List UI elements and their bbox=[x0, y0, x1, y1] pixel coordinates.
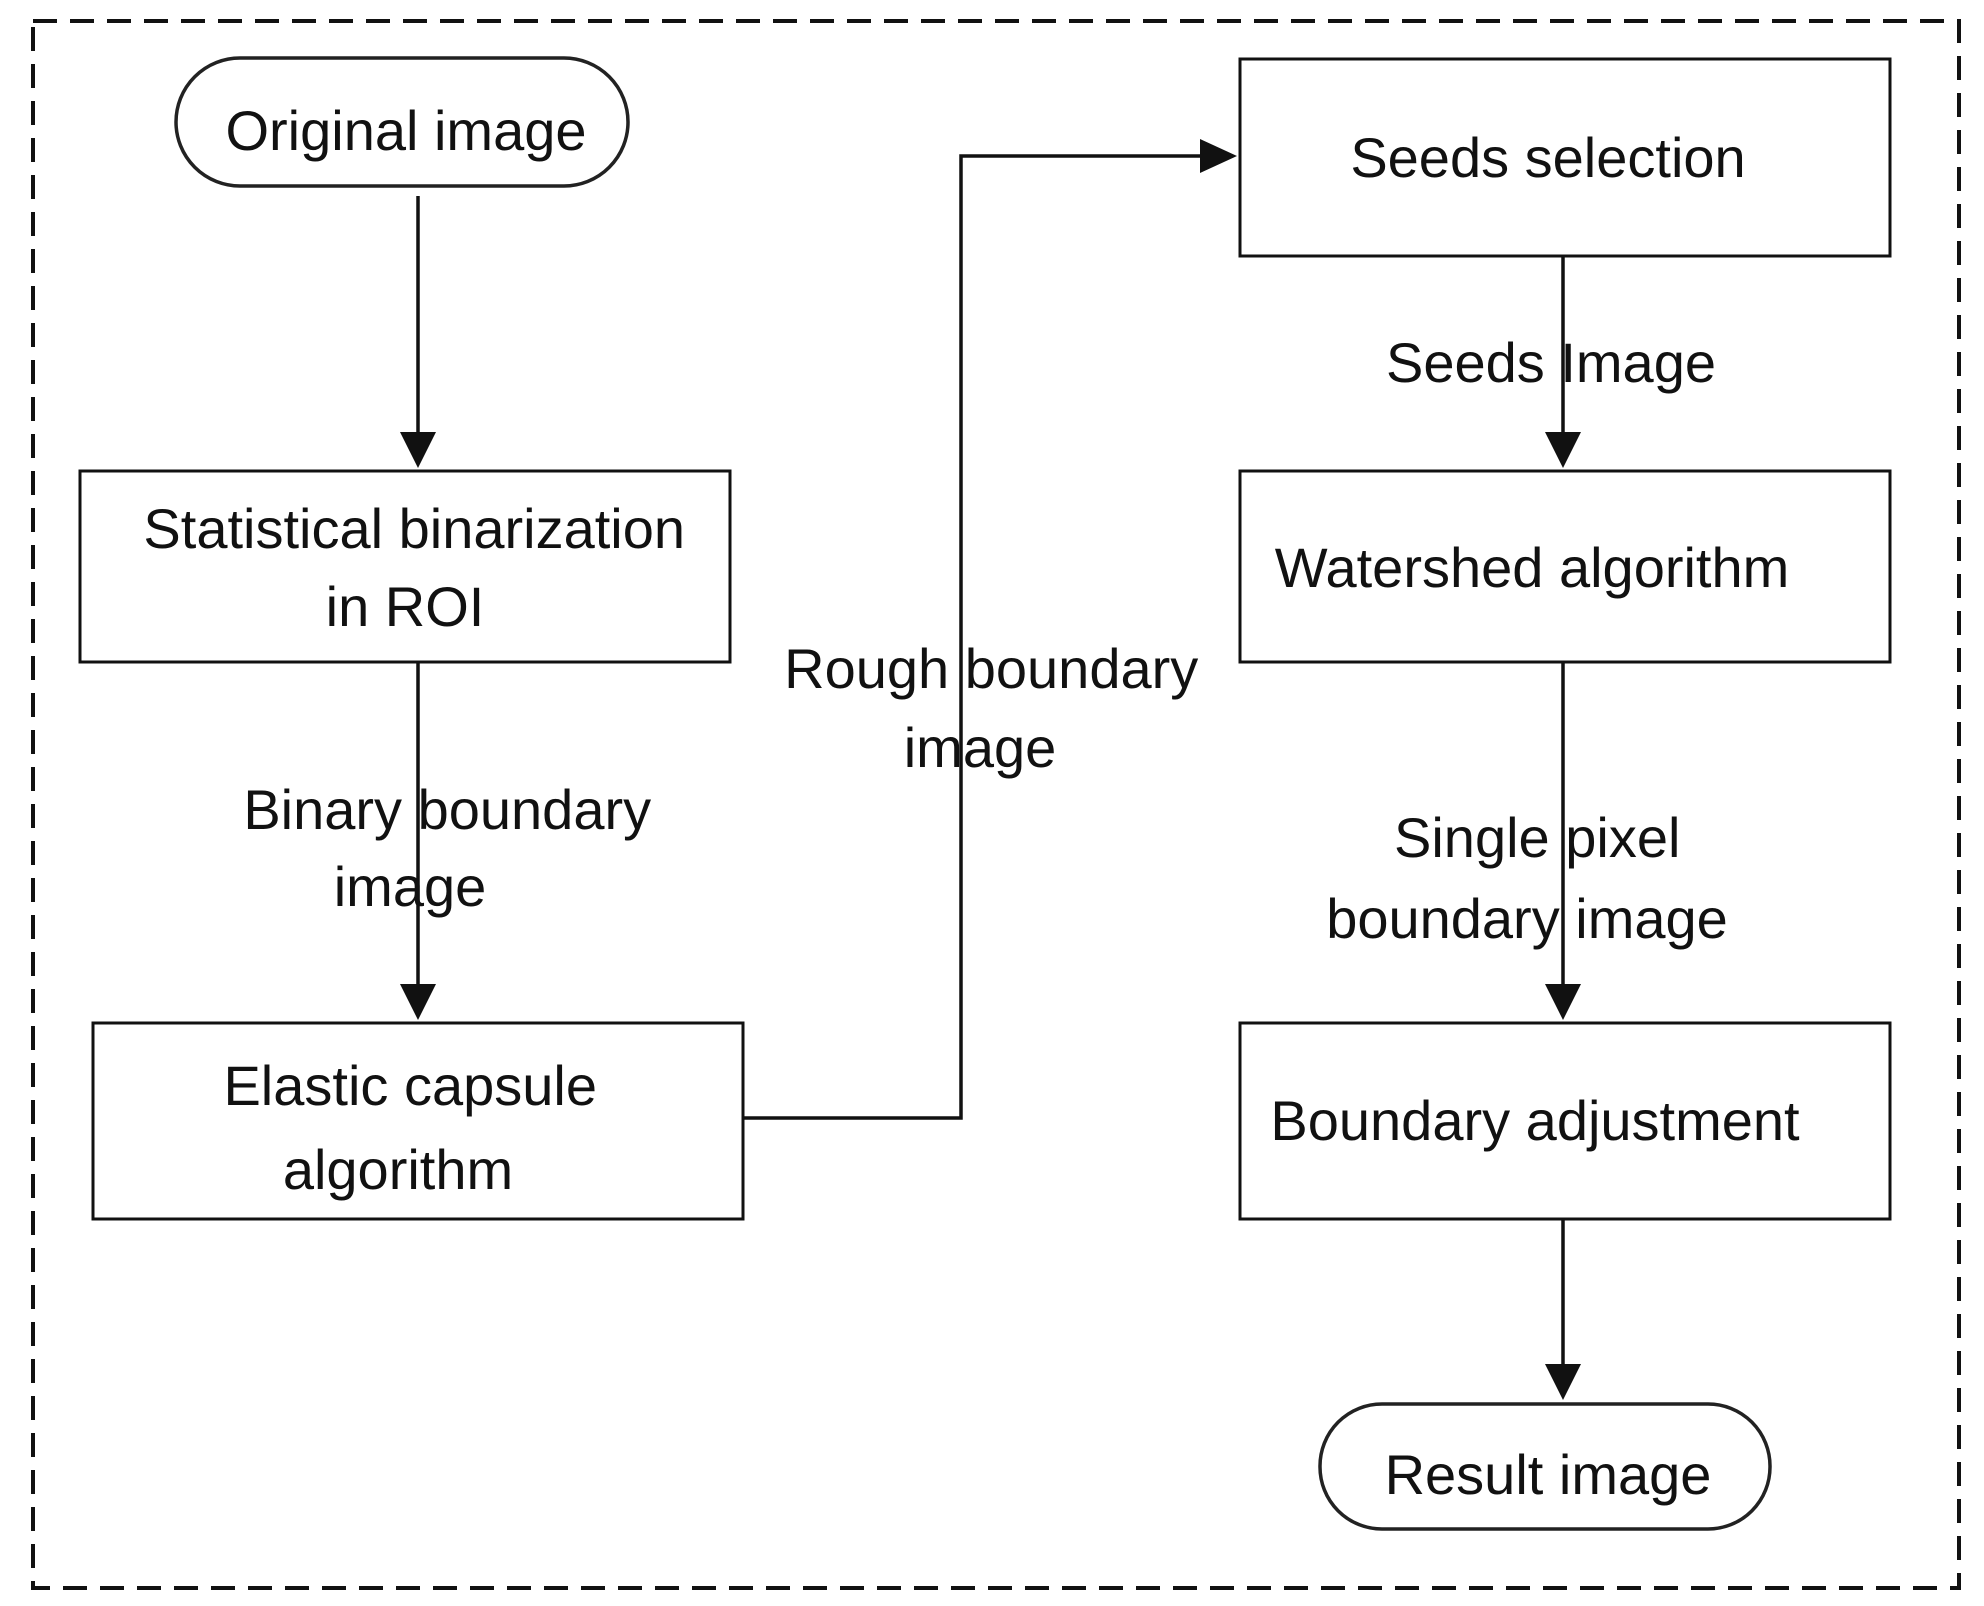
edge-label-seeds-image: Seeds Image bbox=[1386, 331, 1716, 394]
node-elastic-capsule-label: Elastic capsule algorithm bbox=[223, 1054, 612, 1201]
node-original-image-line1: Original image bbox=[225, 99, 586, 162]
dashed-frame bbox=[31, 19, 1961, 1590]
edge-elastic-to-seeds bbox=[742, 139, 1237, 1120]
node-boundary-adjustment-label: Boundary adjustment bbox=[1270, 1089, 1800, 1152]
node-result-image-label: Result image bbox=[1385, 1443, 1712, 1506]
edge-label-single-pixel-line2: boundary image bbox=[1326, 887, 1728, 950]
node-watershed-line1: Watershed algorithm bbox=[1275, 536, 1790, 599]
edge-label-single-pixel-line1: Single pixel bbox=[1394, 806, 1680, 869]
node-seeds-selection-line1: Seeds selection bbox=[1350, 126, 1745, 189]
edge-label-single-pixel: Single pixel boundary image bbox=[1326, 806, 1728, 950]
edge-seeds-to-watershed bbox=[1545, 257, 1581, 468]
edge-label-binary-boundary: Binary boundary image bbox=[243, 778, 666, 918]
node-seeds-selection: Seeds selection bbox=[1238, 57, 1892, 258]
edge-binarization-to-elastic bbox=[400, 662, 436, 1020]
node-elastic-capsule: Elastic capsule algorithm bbox=[91, 1021, 745, 1221]
edge-label-rough-boundary: Rough boundary image bbox=[784, 637, 1214, 779]
node-elastic-capsule-line1: Elastic capsule bbox=[223, 1054, 597, 1117]
node-statistical-binarization: Statistical binarization in ROI bbox=[78, 469, 732, 664]
edge-label-binary-boundary-line2: image bbox=[334, 855, 487, 918]
node-watershed: Watershed algorithm bbox=[1238, 469, 1892, 664]
node-boundary-adjustment: Boundary adjustment bbox=[1238, 1021, 1892, 1221]
node-result-image: Result image bbox=[1318, 1402, 1772, 1531]
edge-label-seeds-image-line1: Seeds Image bbox=[1386, 331, 1716, 394]
node-statistical-binarization-line2: in ROI bbox=[326, 575, 485, 638]
edge-adjustment-to-result bbox=[1545, 1218, 1581, 1400]
edge-original-to-binarization bbox=[400, 196, 436, 468]
node-elastic-capsule-line2: algorithm bbox=[283, 1138, 513, 1201]
node-original-image: Original image bbox=[174, 56, 630, 188]
node-watershed-label: Watershed algorithm bbox=[1275, 536, 1790, 599]
node-original-image-label: Original image bbox=[225, 99, 586, 162]
node-result-image-line1: Result image bbox=[1385, 1443, 1712, 1506]
edge-watershed-to-adjustment bbox=[1545, 662, 1581, 1020]
node-statistical-binarization-label: Statistical binarization in ROI bbox=[143, 497, 700, 638]
edge-label-binary-boundary-line1: Binary boundary bbox=[243, 778, 651, 841]
edge-label-rough-boundary-line2: image bbox=[904, 716, 1057, 779]
node-seeds-selection-label: Seeds selection bbox=[1350, 126, 1745, 189]
node-statistical-binarization-line1: Statistical binarization bbox=[143, 497, 685, 560]
edge-label-rough-boundary-line1: Rough boundary bbox=[784, 637, 1198, 700]
node-boundary-adjustment-line1: Boundary adjustment bbox=[1270, 1089, 1800, 1152]
